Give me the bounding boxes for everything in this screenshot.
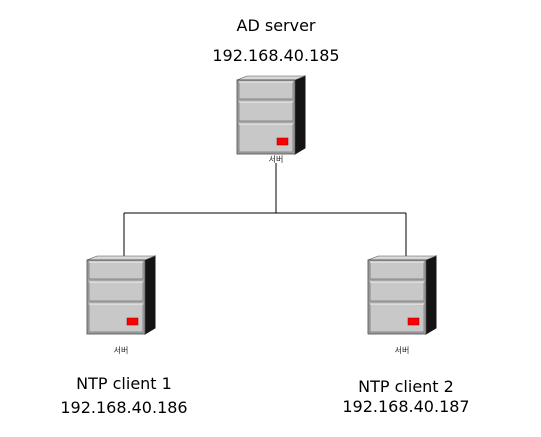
ntp-client-1-ip: 192.168.40.186 <box>60 398 188 417</box>
ntp-client-2-server-icon <box>367 255 437 335</box>
ad-server-status-led <box>276 137 289 146</box>
ad-server-ip: 192.168.40.185 <box>212 46 340 65</box>
ntp-client-2-caption: 서버 <box>394 346 410 355</box>
ntp-client-2-status-led <box>407 317 420 326</box>
ntp-client-1-status-led <box>126 317 139 326</box>
ad-server-server-icon <box>236 75 306 155</box>
ntp-client-1-caption: 서버 <box>113 346 129 355</box>
ntp-client-1-name: NTP client 1 <box>76 374 172 393</box>
ntp-client-2-ip: 192.168.40.187 <box>342 397 470 416</box>
ntp-client-1-server-icon <box>86 255 156 335</box>
ntp-client-2-name: NTP client 2 <box>358 377 454 396</box>
ad-server-caption: 서버 <box>268 155 284 164</box>
ad-server-name: AD server <box>236 16 316 35</box>
connections <box>123 163 407 256</box>
